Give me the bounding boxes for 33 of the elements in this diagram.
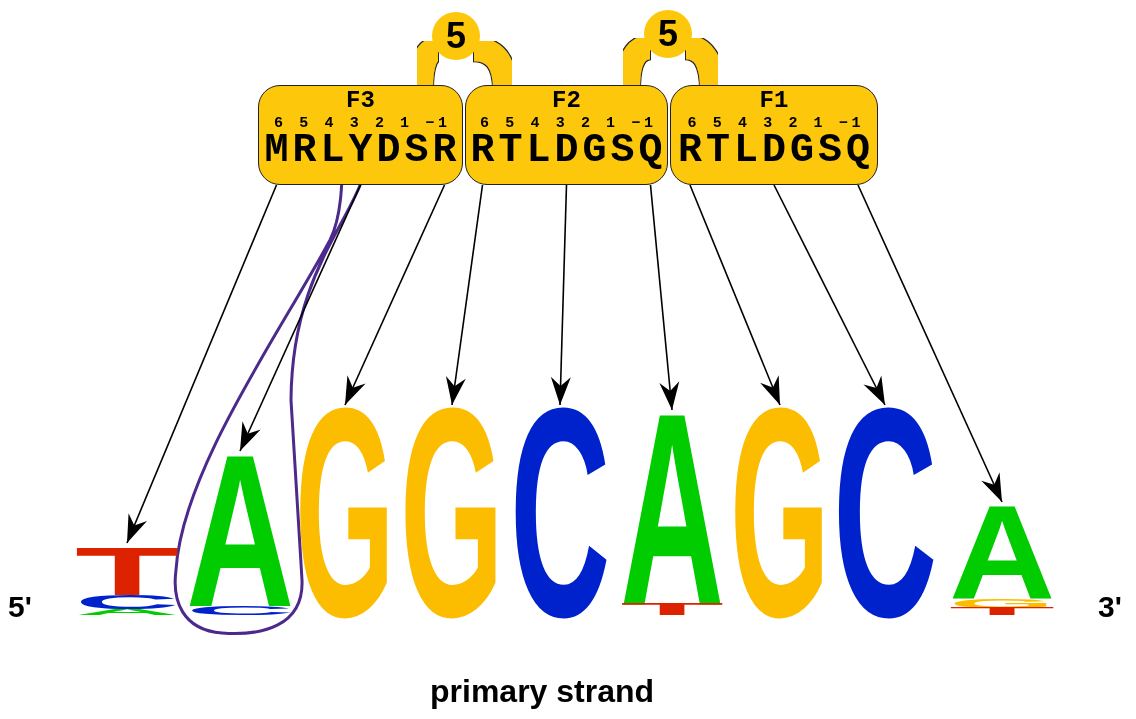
linker-circle: 5: [432, 12, 480, 60]
sequence-letter: T: [620, 604, 725, 615]
arrow: [649, 184, 680, 411]
residue-sequence: RTLDGSQ: [677, 131, 875, 171]
position-numbers: 6 5 4 3 2 1 −1: [479, 116, 658, 131]
sequence-letter: A: [949, 507, 1056, 599]
arrow: [239, 184, 362, 452]
sequence-letter: A: [75, 609, 180, 615]
strand-end-label: 5': [8, 592, 32, 622]
sequence-letter: A: [186, 456, 295, 606]
arrow: [445, 184, 484, 406]
finger-label: F2: [551, 89, 582, 113]
position-numbers: 6 5 4 3 2 1 −1: [273, 116, 452, 131]
arrow: [550, 184, 571, 406]
arrow: [344, 184, 446, 406]
zinc-finger-box: [465, 85, 668, 185]
arrow: [773, 184, 886, 406]
finger-label: F1: [758, 89, 790, 113]
sequence-letter: C: [186, 606, 295, 615]
strand-end-label: 3': [1098, 592, 1122, 622]
finger-label: F3: [345, 89, 376, 113]
zinc-finger-box: [670, 85, 878, 185]
strand-label: primary strand: [430, 675, 655, 707]
residue-sequence: RTLDGSQ: [470, 131, 667, 171]
arrow: [126, 184, 278, 544]
sequence-letter: T: [949, 608, 1056, 615]
arrow: [857, 184, 1003, 503]
position-numbers: 6 5 4 3 2 1 −1: [686, 116, 865, 131]
linker-circle: 5: [644, 10, 692, 58]
residue-sequence: MRLYDSR: [263, 131, 462, 171]
zinc-finger-box: [258, 85, 463, 185]
sequence-letter: A: [620, 415, 725, 604]
arrow: [689, 184, 781, 406]
